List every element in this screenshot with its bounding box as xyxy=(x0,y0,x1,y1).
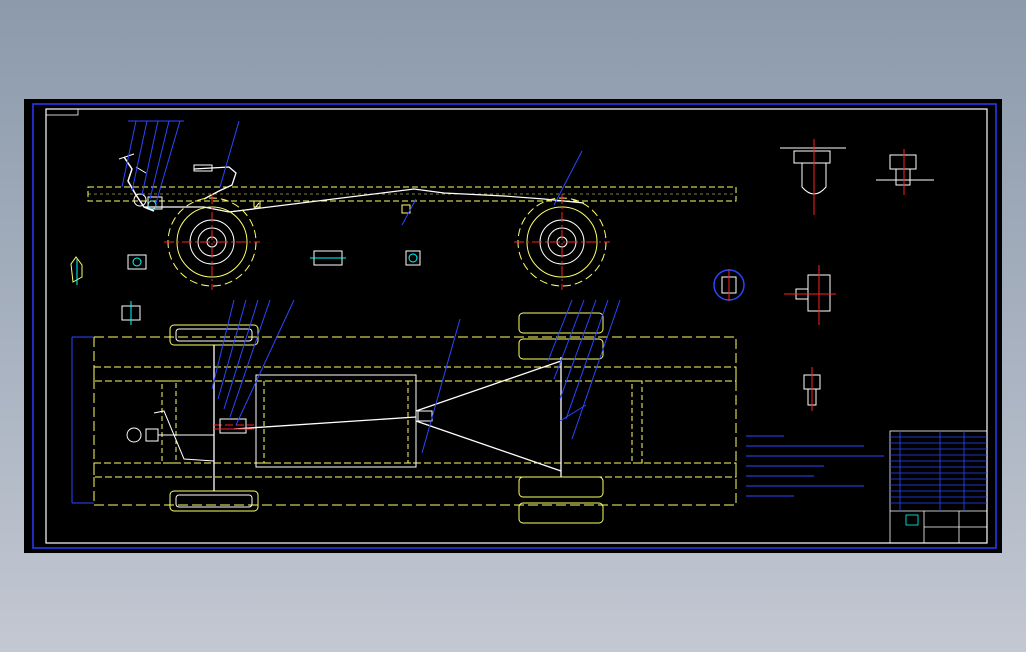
title-block xyxy=(889,430,988,544)
rear-wheel-side xyxy=(514,194,610,290)
pedal-assembly xyxy=(123,156,155,212)
plan-left-rail xyxy=(93,366,737,382)
drawing-frame xyxy=(45,108,988,544)
joint-detail-e xyxy=(803,367,821,411)
outer-border xyxy=(32,103,997,549)
detail-views-left xyxy=(70,250,421,325)
cad-viewport[interactable] xyxy=(24,99,1002,553)
frame-corner-tag xyxy=(45,108,79,116)
plan-outer-frame xyxy=(93,336,737,506)
handbrake-lever xyxy=(193,166,237,200)
title-block-rows xyxy=(890,431,987,511)
valve-detail-d xyxy=(784,265,836,325)
bracket-detail-b xyxy=(876,149,934,195)
cad-drawing-sheet xyxy=(32,103,997,549)
side-brake-pipe xyxy=(144,188,585,213)
valve-detail-c xyxy=(713,269,745,301)
plan-right-rail xyxy=(93,462,737,478)
cross-members xyxy=(161,380,643,464)
title-block-logo xyxy=(905,514,919,526)
plan-leader-lines xyxy=(71,299,621,504)
side-leader-lines xyxy=(121,120,583,226)
master-cylinder xyxy=(126,418,254,443)
plan-brake-pipe xyxy=(233,360,562,472)
front-wheel-side xyxy=(164,194,260,290)
bracket-detail-a xyxy=(780,139,846,215)
detail-views-right xyxy=(713,139,934,411)
side-view xyxy=(87,120,737,290)
plan-view xyxy=(71,299,737,524)
technical-notes xyxy=(746,435,884,497)
